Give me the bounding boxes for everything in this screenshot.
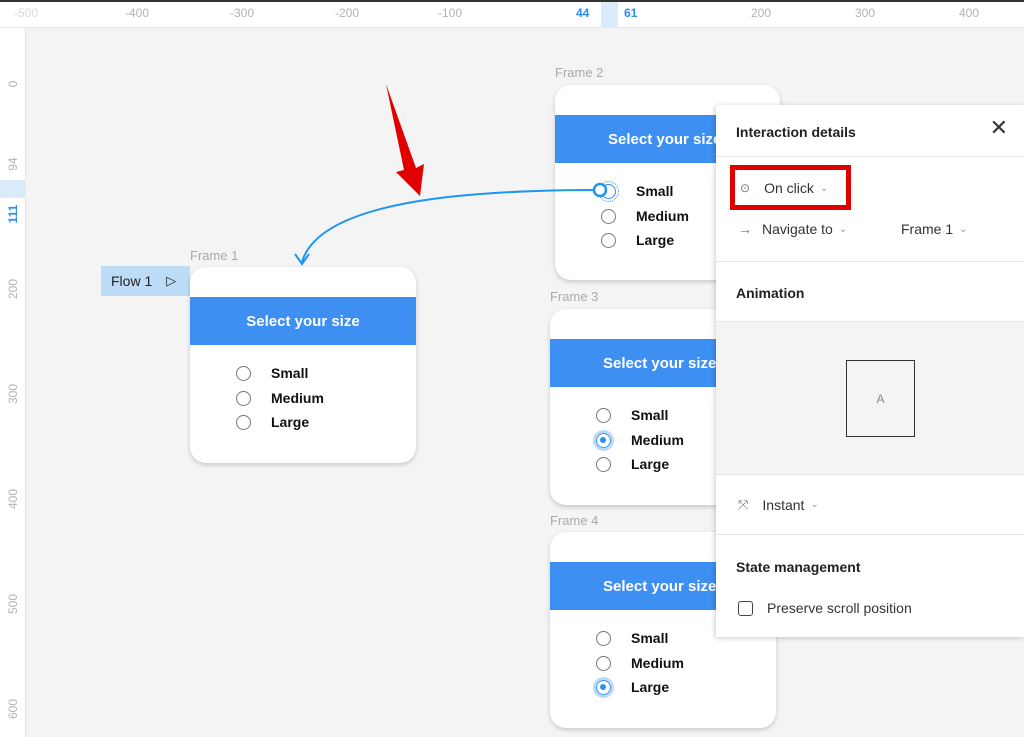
chevron-down-icon: ⌄ — [959, 223, 968, 235]
option-label: Large — [636, 232, 675, 248]
option-label: Medium — [271, 390, 324, 406]
frame-label[interactable]: Frame 4 — [550, 513, 599, 528]
radio-selected-icon[interactable] — [593, 676, 614, 698]
frame-header: Select your size — [190, 297, 416, 345]
option-medium[interactable]: Medium — [596, 655, 684, 671]
option-label: Medium — [636, 208, 689, 224]
animation-type-value: Instant — [762, 496, 805, 513]
action-value: Navigate to — [762, 221, 833, 237]
trigger-dropdown[interactable]: ⊙ On click ⌄ — [740, 180, 828, 196]
option-label: Small — [631, 407, 669, 423]
frame-label[interactable]: Frame 2 — [555, 65, 604, 80]
radio-icon[interactable] — [236, 390, 251, 406]
connection-arrowhead — [294, 253, 310, 266]
checkbox-label: Preserve scroll position — [767, 600, 912, 616]
ruler-tick: 200 — [751, 6, 772, 20]
option-medium[interactable]: Medium — [236, 390, 324, 406]
option-label: Large — [631, 456, 670, 472]
radio-icon[interactable] — [601, 208, 616, 224]
top-ruler: -500 -400 -300 -200 -100 44 61 200 300 4… — [0, 0, 1024, 28]
red-arrow-down — [386, 84, 424, 196]
ruler-tick: -100 — [438, 6, 463, 20]
trigger-icon: ⊙ — [740, 181, 751, 195]
action-dropdown[interactable]: → Navigate to ⌄ — [738, 221, 847, 237]
radio-icon[interactable] — [236, 365, 251, 381]
radio-icon[interactable] — [596, 655, 611, 671]
option-label: Small — [631, 630, 669, 646]
close-icon[interactable]: ✕ — [989, 115, 1008, 140]
chevron-down-icon: ⌄ — [810, 499, 819, 510]
flow-label: Flow 1 — [111, 273, 153, 289]
option-medium[interactable]: Medium — [593, 429, 684, 451]
panel-header: Interaction details ✕ — [716, 105, 1024, 157]
option-small[interactable]: Small — [596, 407, 668, 423]
prototype-connection-line — [301, 189, 601, 263]
option-large[interactable]: Large — [596, 456, 669, 472]
preview-frame: A — [846, 360, 915, 437]
animation-header: Animation — [716, 262, 1024, 322]
animation-type-dropdown[interactable]: ⤧ Instant ⌄ — [716, 475, 1024, 535]
option-large[interactable]: Large — [593, 676, 670, 698]
interaction-section: ⊙ On click ⌄ → Navigate to ⌄ Frame 1 ⌄ — [716, 157, 1024, 262]
checkbox[interactable] — [738, 600, 753, 616]
connection-handle — [592, 182, 608, 198]
frame-1[interactable]: Select your size Small Medium Large — [190, 267, 416, 463]
flow-start-badge[interactable]: Flow 1 ▷ — [101, 266, 190, 296]
chevron-down-icon: ⌄ — [819, 182, 829, 194]
play-icon[interactable]: ▷ — [166, 273, 177, 288]
preserve-scroll-checkbox[interactable]: Preserve scroll position — [738, 600, 912, 616]
destination-dropdown[interactable]: Frame 1 ⌄ — [901, 221, 968, 237]
highlight-box — [730, 165, 851, 210]
arrow-right-icon: → — [738, 221, 752, 237]
ruler-tick: 61 — [624, 6, 638, 20]
trigger-value: On click — [764, 180, 814, 196]
animation-preview: A — [716, 322, 1024, 475]
interaction-details-panel: Interaction details ✕ ⊙ On click ⌄ → Navi… — [716, 105, 1024, 637]
panel-title: Interaction details — [736, 124, 856, 140]
state-heading: State management — [736, 559, 861, 575]
ruler-tick: -200 — [335, 6, 360, 20]
option-label: Medium — [631, 432, 684, 448]
ruler-tick: -500 — [14, 6, 39, 20]
option-label: Large — [271, 414, 310, 430]
option-small[interactable]: Small — [236, 365, 308, 381]
option-label: Large — [631, 679, 670, 695]
ruler-tick: -400 — [125, 6, 150, 20]
radio-icon[interactable] — [596, 456, 611, 472]
ruler-tick: 400 — [959, 6, 980, 20]
ruler-tick: -300 — [230, 6, 255, 20]
radio-icon[interactable] — [236, 414, 251, 430]
frame-label[interactable]: Frame 3 — [550, 289, 599, 304]
ruler-tick: 44 — [576, 6, 590, 20]
ruler-tick: 300 — [855, 6, 876, 20]
chevron-down-icon: ⌄ — [838, 223, 848, 235]
instant-icon: ⤧ — [738, 496, 749, 512]
option-large[interactable]: Large — [601, 232, 674, 248]
animation-heading: Animation — [736, 285, 805, 301]
radio-icon[interactable] — [596, 630, 611, 646]
option-label: Small — [636, 183, 674, 199]
destination-value: Frame 1 — [901, 221, 954, 237]
left-ruler: 0 94 111 200 300 400 500 600 — [0, 28, 26, 737]
option-label: Medium — [631, 655, 684, 671]
option-small[interactable]: Small — [596, 630, 668, 646]
frame-label[interactable]: Frame 1 — [190, 248, 239, 263]
radio-icon[interactable] — [596, 407, 611, 423]
option-large[interactable]: Large — [236, 414, 309, 430]
radio-selected-icon[interactable] — [593, 429, 614, 451]
option-medium[interactable]: Medium — [601, 208, 689, 224]
radio-icon[interactable] — [601, 232, 616, 248]
option-label: Small — [271, 365, 309, 381]
